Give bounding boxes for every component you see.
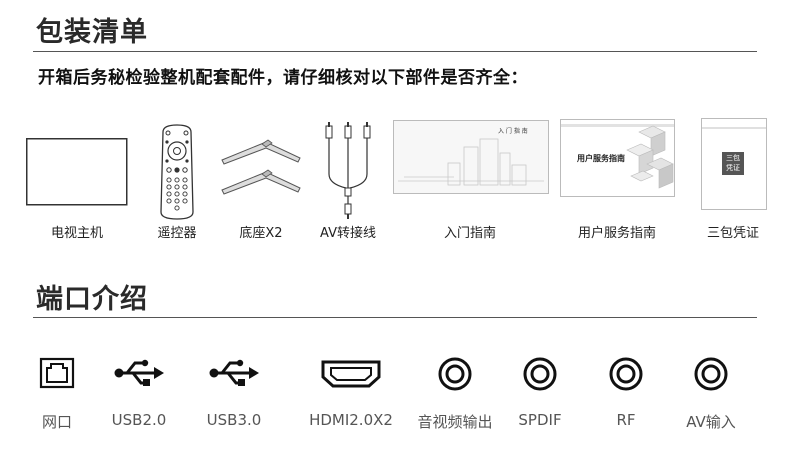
ports-title: 端口介绍 — [36, 284, 148, 315]
packing-list-title: 包装清单 — [36, 17, 148, 48]
quick-start-guide-icon: 入 门 指 南 — [393, 120, 549, 194]
user-guide-cover-text: 用户服务指南 — [577, 154, 625, 163]
package-item-label-av-cable: AV转接线 — [320, 226, 376, 241]
port-label-av-input: AV输入 — [686, 413, 736, 431]
package-item-label-stand: 底座X2 — [239, 226, 283, 241]
av-cable-icon — [320, 122, 376, 220]
tv-icon — [26, 138, 128, 206]
warranty-card-stripe — [702, 127, 766, 129]
round-port-icon — [694, 357, 728, 391]
port-label-hdmi: HDMI2.0X2 — [309, 411, 393, 429]
port-label-usb2: USB2.0 — [111, 411, 167, 429]
packing-instruction: 开箱后务秘检验整机配套配件，请仔细核对以下部件是否齐全： — [38, 68, 528, 88]
usb-icon — [113, 359, 165, 387]
warranty-card-icon: 三包 凭证 — [701, 118, 767, 210]
remote-control-icon — [157, 124, 197, 220]
round-port-icon — [438, 357, 472, 391]
port-label-av-output: 音视频输出 — [417, 413, 493, 431]
package-item-label-remote: 遥控器 — [157, 226, 197, 241]
hdmi-port-icon — [320, 359, 382, 389]
usb-icon — [208, 359, 260, 387]
stand-base-icon — [220, 138, 302, 196]
round-port-icon — [609, 357, 643, 391]
package-item-label-warranty: 三包凭证 — [706, 226, 759, 241]
port-label-rf: RF — [616, 411, 636, 429]
port-label-ethernet: 网口 — [41, 413, 72, 431]
port-label-spdif: SPDIF — [518, 411, 562, 429]
port-label-usb3: USB3.0 — [206, 411, 262, 429]
warranty-badge-line1: 三包 — [726, 154, 740, 162]
quick-start-cover-text: 入 门 指 南 — [498, 128, 528, 135]
ethernet-port-icon — [39, 357, 75, 389]
ports-title-divider — [33, 317, 757, 318]
user-service-guide-icon: 用户服务指南 — [560, 119, 675, 197]
warranty-card-badge: 三包 凭证 — [722, 152, 744, 175]
package-item-label-user-guide: 用户服务指南 — [577, 226, 656, 241]
package-item-label-quick-guide: 入门指南 — [443, 226, 496, 241]
warranty-badge-line2: 凭证 — [726, 164, 740, 172]
package-item-label-tv: 电视主机 — [50, 226, 103, 241]
packing-title-divider — [33, 51, 757, 52]
round-port-icon — [523, 357, 557, 391]
